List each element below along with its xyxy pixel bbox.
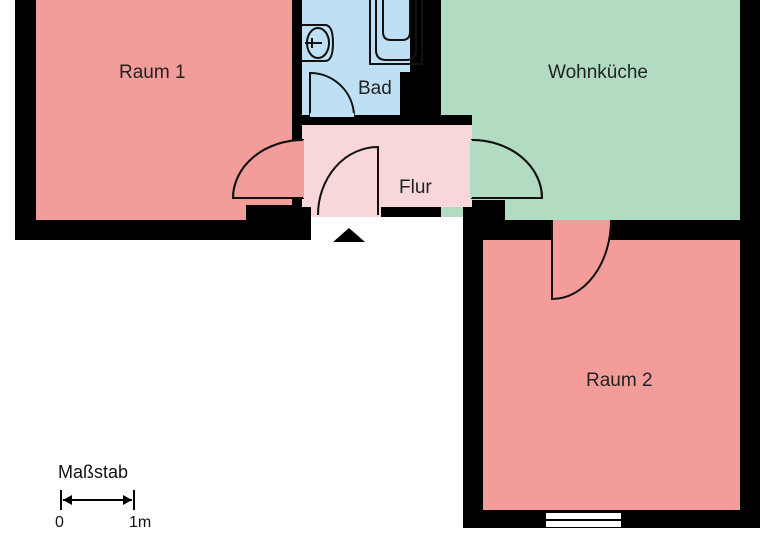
label-bad: Bad (358, 78, 392, 99)
label-raum1: Raum 1 (119, 62, 186, 83)
door-bad (309, 71, 356, 117)
scale-start-label: 0 (55, 514, 64, 531)
window-raum2 (546, 513, 621, 527)
door-raum2 (551, 219, 612, 301)
scale-bar (60, 490, 135, 510)
bathtub-icon (369, 0, 423, 65)
scale-title: Maßstab (58, 462, 129, 482)
sink-icon (302, 24, 335, 62)
label-wohnkueche: Wohnküche (548, 62, 648, 83)
label-flur: Flur (399, 177, 432, 198)
entrance-arrow-icon (333, 228, 365, 242)
label-raum2: Raum 2 (586, 370, 653, 391)
door-entrance (317, 145, 379, 216)
scale-end-label: 1m (129, 514, 152, 531)
room-raum2 (483, 240, 740, 510)
